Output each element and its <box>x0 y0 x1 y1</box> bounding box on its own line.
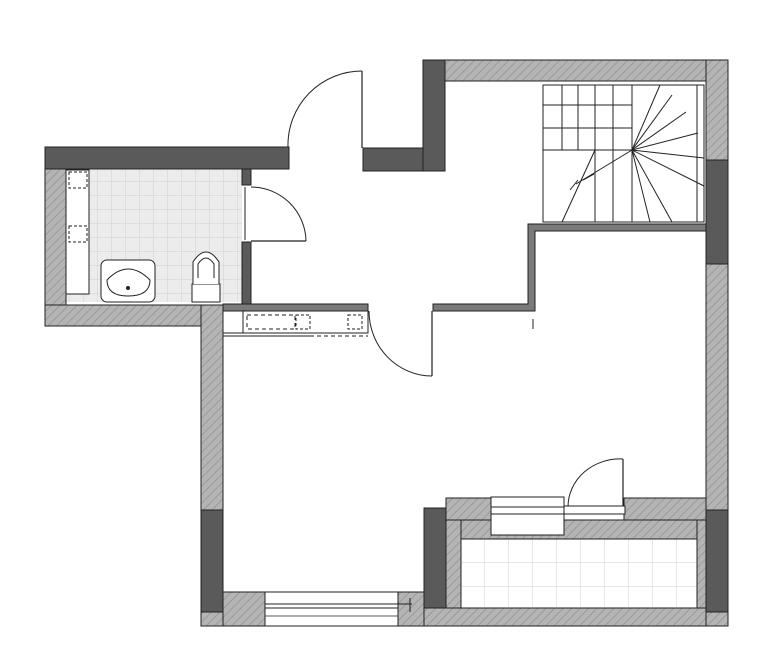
bathroom-south-wall <box>44 304 224 327</box>
bathroom-door <box>244 186 307 242</box>
front-window <box>264 591 412 627</box>
north-wall-hatched <box>444 59 707 82</box>
stair-arrow-icon <box>569 149 633 191</box>
balcony-window <box>490 496 624 536</box>
windows <box>264 496 624 627</box>
se-corner <box>705 611 729 627</box>
room-floors <box>66 170 697 607</box>
balcony-floor <box>461 539 697 607</box>
stair-treads <box>543 84 705 223</box>
wardrobe <box>222 310 369 337</box>
bathroom-counter <box>65 169 90 295</box>
bathroom-partition-lower <box>241 241 252 305</box>
bathroom-partition-upper <box>241 168 252 186</box>
washbasin <box>100 259 156 303</box>
stair-partition <box>432 223 707 312</box>
bathroom-fixtures <box>65 169 221 303</box>
doors <box>244 70 626 515</box>
east-wall-top <box>705 59 729 161</box>
bathroom-north-wall <box>44 146 290 170</box>
bathroom-west-wall <box>44 167 67 327</box>
entrance-door <box>287 70 363 148</box>
main-west-wall-solid <box>200 509 224 613</box>
sw-corner <box>200 611 224 627</box>
balcony-north-wall-right <box>623 497 707 521</box>
toilet <box>191 251 221 303</box>
walls <box>44 59 729 627</box>
balcony-door <box>563 458 626 515</box>
balcony-north-wall-left <box>445 497 492 521</box>
east-wall-solid-lower <box>705 509 729 613</box>
staircase <box>542 84 705 223</box>
entrance-wall-right <box>362 147 424 172</box>
hall-partition-left <box>222 303 369 312</box>
north-wall-solid <box>422 59 446 172</box>
south-wall-left <box>222 591 266 627</box>
south-wall-mid <box>397 591 425 627</box>
balcony-west-wall-solid <box>423 507 447 613</box>
east-wall-solid-upper <box>705 159 729 265</box>
east-wall-hatched <box>705 263 729 511</box>
balcony-south-wall <box>423 607 709 627</box>
main-west-wall-hatched <box>200 304 224 511</box>
room-door <box>368 310 433 377</box>
